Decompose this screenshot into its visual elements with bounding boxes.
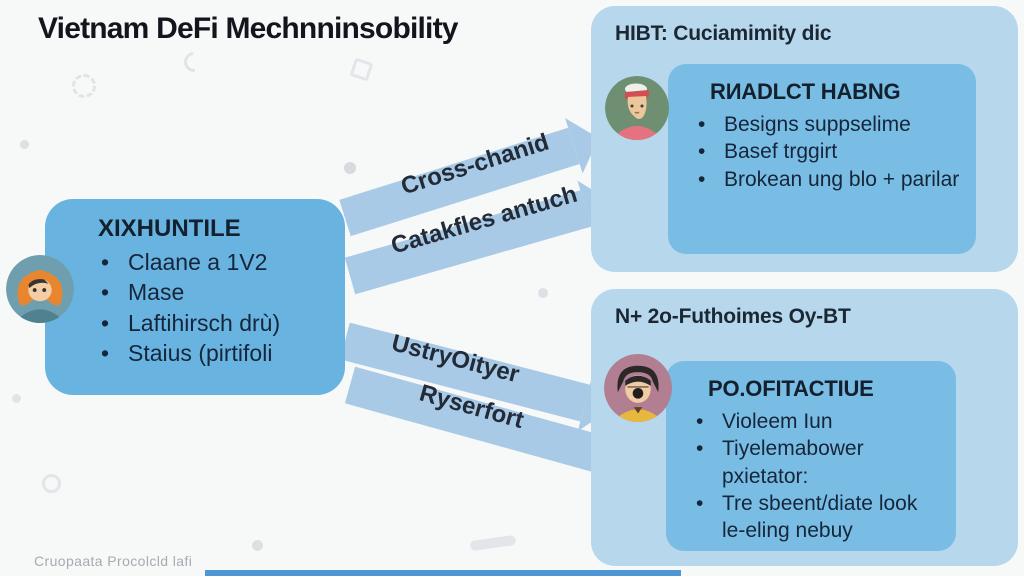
left-box-title: XIXHUNTILE	[98, 215, 241, 242]
doodle-box	[349, 57, 374, 82]
top-panel-header: HIBT: Cuciamimity dic	[615, 22, 832, 45]
bottom-blue-strip	[205, 570, 681, 576]
list-item: Claane a 1V2	[101, 247, 345, 278]
list-item: Basef trggirt	[698, 138, 962, 166]
footer-caption: Cruopaata Procolcld lafi	[34, 553, 193, 569]
doodle-squiggle	[469, 534, 517, 552]
top-box-bullet-list: Besigns suppselime Basef trggirt Brokean…	[698, 111, 976, 193]
left-source-box: XIXHUNTILE Claane a 1V2 Mase Laftihirsch…	[45, 199, 345, 395]
list-item: Besigns suppselime	[698, 111, 962, 139]
bottom-right-avatar-icon	[604, 354, 672, 422]
doodle-curve	[179, 47, 209, 77]
bottom-panel-header: N+ 2o-Futhoimes Oy-BT	[615, 305, 851, 328]
list-item: Staius (pirtifoli	[101, 338, 345, 369]
top-right-panel: HIBT: Cuciamimity dic RИADLCT HABNG Besi…	[591, 6, 1018, 272]
list-item: Tiyelemabower pxietator:	[696, 435, 942, 490]
top-box-title: RИADLCT HABNG	[710, 79, 901, 104]
doodle-dot	[344, 162, 356, 174]
doodle-ring	[42, 474, 61, 493]
doodle-gear	[72, 74, 96, 98]
doodle-dot	[538, 288, 548, 298]
bottom-panel-inner-box: PO.OFITACTIUE Violeem Iun Tiyelemabower …	[666, 361, 956, 551]
bottom-box-title: PO.OFITACTIUE	[708, 376, 874, 401]
list-item: Violeem Iun	[696, 408, 942, 436]
list-item: Mase	[101, 277, 345, 308]
left-box-bullet-list: Claane a 1V2 Mase Laftihirsch drù) Staiu…	[101, 247, 345, 369]
list-item: Tre sbeent/diate look le-eling nebuy	[696, 490, 942, 545]
list-item: Brokean ung blo + parilar	[698, 166, 962, 194]
list-item: Laftihirsch drù)	[101, 308, 345, 339]
bottom-box-bullet-list: Violeem Iun Tiyelemabower pxietator: Tre…	[696, 408, 956, 544]
top-right-avatar-icon	[605, 76, 669, 140]
doodle-dot	[12, 394, 21, 403]
left-avatar-icon	[6, 255, 74, 323]
top-panel-inner-box: RИADLCT HABNG Besigns suppselime Basef t…	[668, 64, 976, 254]
doodle-dot	[252, 540, 263, 551]
doodle-dot	[20, 140, 29, 149]
bottom-right-panel: N+ 2o-Futhoimes Oy-BT PO.OFITACTIUE Viol…	[591, 289, 1018, 566]
page-title: Vietnam DeFi Mechnninsobility	[38, 12, 458, 45]
